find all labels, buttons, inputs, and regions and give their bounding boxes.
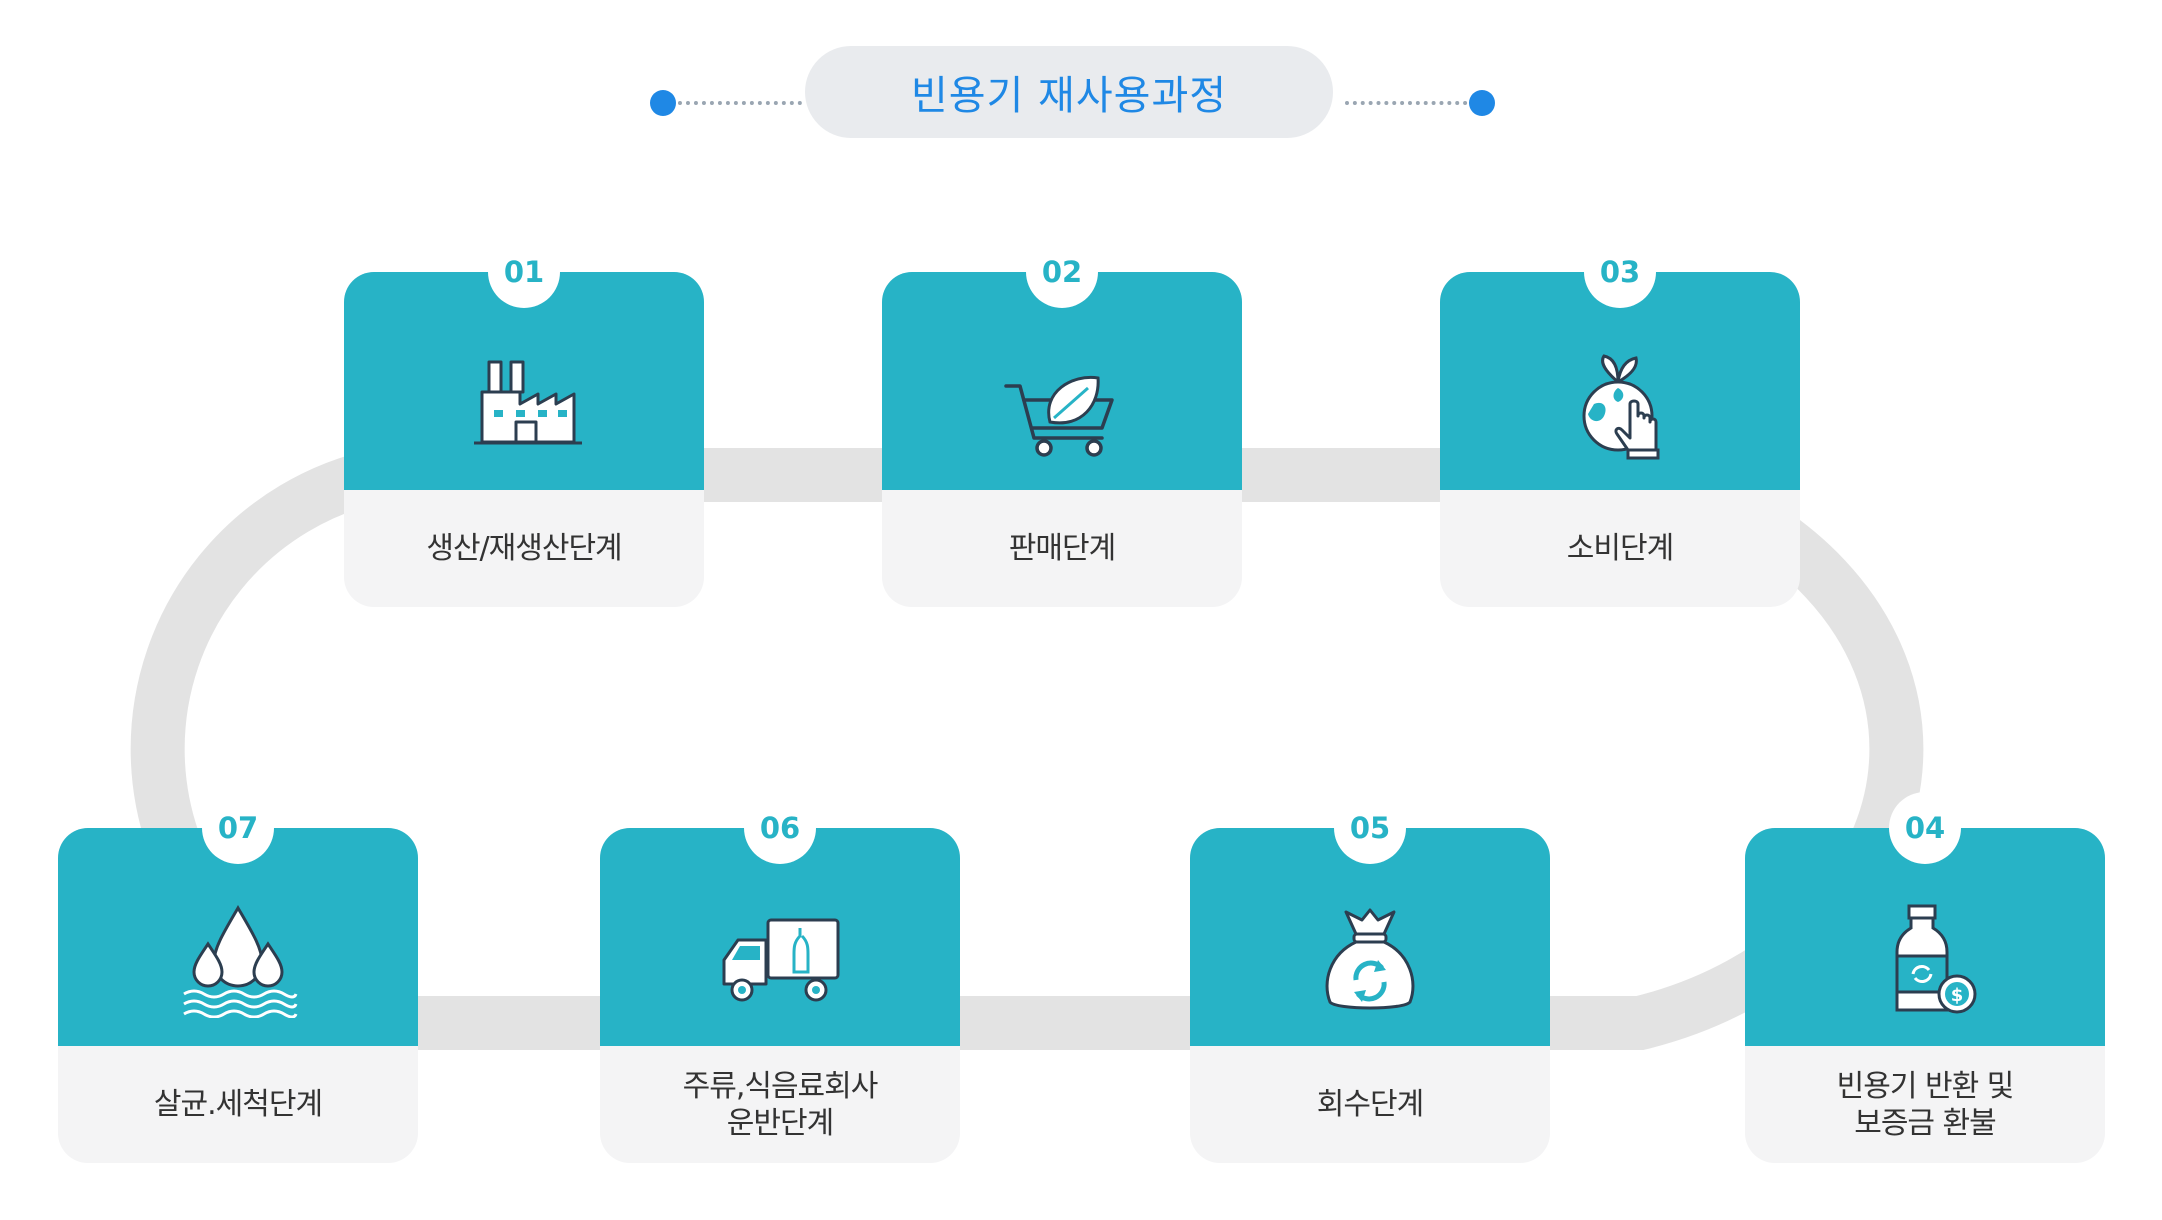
factory-icon (474, 360, 582, 445)
step-number-badge: 04 (1889, 792, 1961, 864)
svg-text:$: $ (1951, 985, 1964, 1006)
step-card-02: 02 판매단계 (882, 236, 1242, 607)
globe-hand-icon (1582, 354, 1660, 460)
title-dotted-line-left (662, 101, 802, 105)
step-number-badge: 07 (202, 792, 274, 864)
title-dot-left (650, 90, 676, 116)
title-dot-right (1469, 90, 1495, 116)
step-label: 소비단계 (1566, 531, 1674, 566)
delivery-truck-icon (722, 918, 840, 1002)
title-dotted-line-right (1345, 101, 1483, 105)
step-label: 살균.세척단계 (153, 1087, 323, 1122)
step-number-badge: 05 (1334, 792, 1406, 864)
diagram-title: 빈용기 재사용과정 (805, 46, 1333, 138)
step-card-06: 06 주류,식음료회사 운반단계 (600, 792, 960, 1163)
step-label: 빈용기 반환 및 보증금 환불 (1836, 1068, 2015, 1141)
step-card-header (882, 272, 1242, 490)
bottle-coin-icon: $ (1895, 904, 1977, 1014)
recycle-bag-icon (1325, 908, 1415, 1010)
step-label: 판매단계 (1008, 531, 1116, 566)
step-card-07: 07 살균.세척단계 (58, 792, 418, 1163)
step-card-03: 03 소비단계 (1440, 236, 1800, 607)
step-label: 회수단계 (1316, 1087, 1424, 1122)
step-label: 생산/재생산단계 (426, 531, 622, 566)
shopping-cart-leaf-icon (1004, 375, 1114, 457)
step-card-05: 05 회수단계 (1190, 792, 1550, 1163)
step-number-badge: 02 (1026, 236, 1098, 308)
step-card-04: 04 $ 빈용기 반환 및 보증금 환불 (1745, 792, 2105, 1163)
step-number-badge: 06 (744, 792, 816, 864)
step-number-badge: 03 (1584, 236, 1656, 308)
diagram-header: 빈용기 재사용과정 (0, 0, 2162, 200)
water-drops-icon (183, 905, 298, 1018)
step-label: 주류,식음료회사 운반단계 (682, 1068, 879, 1141)
step-number-badge: 01 (488, 236, 560, 308)
step-card-01: 01 생산/재생산단계 (344, 236, 704, 607)
